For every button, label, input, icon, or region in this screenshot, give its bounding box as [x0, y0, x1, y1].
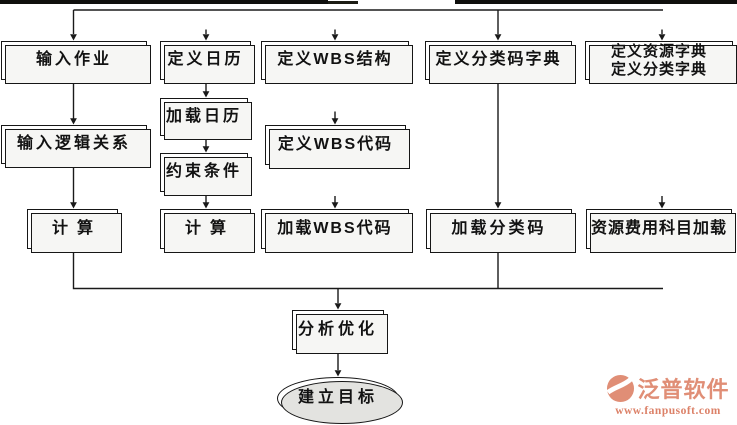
node-resource-cost-load: 资源费用科目加载 [586, 209, 736, 253]
node-label: 输入作业 [35, 51, 112, 69]
fanpu-logo-text: 泛普软件 [637, 377, 730, 402]
node-define-wbs-code: 定义WBS代码 [265, 125, 410, 169]
node-label: 计算 [184, 219, 235, 237]
node-define-calendar: 定义日历 [160, 41, 255, 84]
fanpu-logo: 泛普软件 www.fanpusoft.com [602, 372, 734, 417]
node-input-logic-relations: 输入逻辑关系 [1, 125, 151, 168]
node-define-class-code-dict: 定义分类码字典 [425, 41, 576, 84]
fanpu-logo-url: www.fanpusoft.com [615, 405, 721, 417]
node-constraint-conditions: 约束条件 [160, 153, 252, 196]
node-label: 定义分类码字典 [435, 51, 562, 69]
node-label: 建立目标 [297, 389, 378, 407]
node-label: 资源费用科目加载 [590, 219, 727, 237]
node-load-class-code: 加载分类码 [426, 209, 576, 253]
node-label: 定义WBS结构 [277, 51, 393, 69]
node-label: 分析优化 [297, 320, 378, 338]
node-establish-goal: 建立目标 [277, 377, 403, 424]
node-label-line2: 定义分类字典 [610, 60, 707, 78]
node-input-job: 输入作业 [1, 41, 151, 84]
node-load-wbs-code: 加载WBS代码 [261, 209, 413, 253]
node-calculate-middle: 计算 [160, 209, 255, 253]
top-border-bar-left [0, 0, 328, 4]
node-label: 计算 [51, 219, 102, 237]
fanpu-logo-icon [606, 374, 635, 402]
node-label: 约束条件 [165, 163, 242, 181]
node-define-wbs-structure: 定义WBS结构 [261, 41, 413, 84]
node-calculate-left: 计算 [27, 209, 122, 253]
node-label: 定义WBS代码 [277, 135, 394, 153]
node-label: 加载分类码 [451, 219, 547, 237]
node-label: 加载日历 [165, 107, 242, 125]
node-label-line1: 定义资源字典 [610, 43, 707, 61]
top-border-bar-right [455, 0, 737, 4]
node-load-calendar: 加载日历 [160, 98, 252, 140]
node-analyze-optimize: 分析优化 [292, 310, 388, 354]
node-label: 定义日历 [167, 51, 244, 69]
node-label: 加载WBS代码 [277, 219, 393, 237]
node-label: 输入逻辑关系 [16, 135, 131, 153]
node-define-resource-dict: 定义资源字典 定义分类字典 [585, 41, 737, 84]
top-border-bar-middle [328, 1, 358, 4]
